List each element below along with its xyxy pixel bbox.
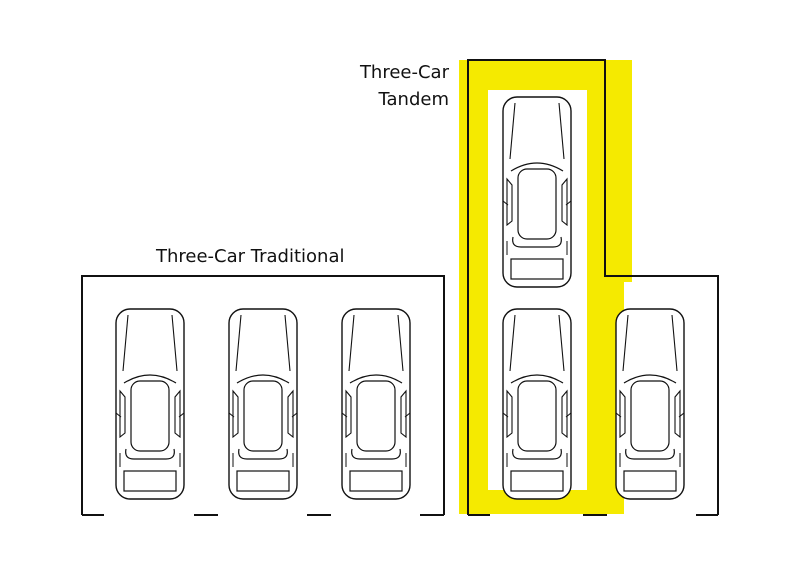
car-top-view-icon: [115, 308, 185, 500]
tandem-highlight: [459, 60, 632, 514]
tandem-garage-label-line1: Three-Car: [359, 62, 449, 83]
tandem-garage-label-line2: Tandem: [378, 89, 450, 110]
tandem-garage-outline: [467, 59, 719, 515]
car-top-view-icon: [615, 308, 685, 500]
traditional-garage-label: Three-Car Traditional: [156, 246, 345, 267]
car-top-view-icon: [228, 308, 298, 500]
traditional-garage-outline: [81, 275, 445, 515]
car-top-view-icon: [502, 96, 572, 288]
car-top-view-icon: [341, 308, 411, 500]
car-top-view-icon: [502, 308, 572, 500]
